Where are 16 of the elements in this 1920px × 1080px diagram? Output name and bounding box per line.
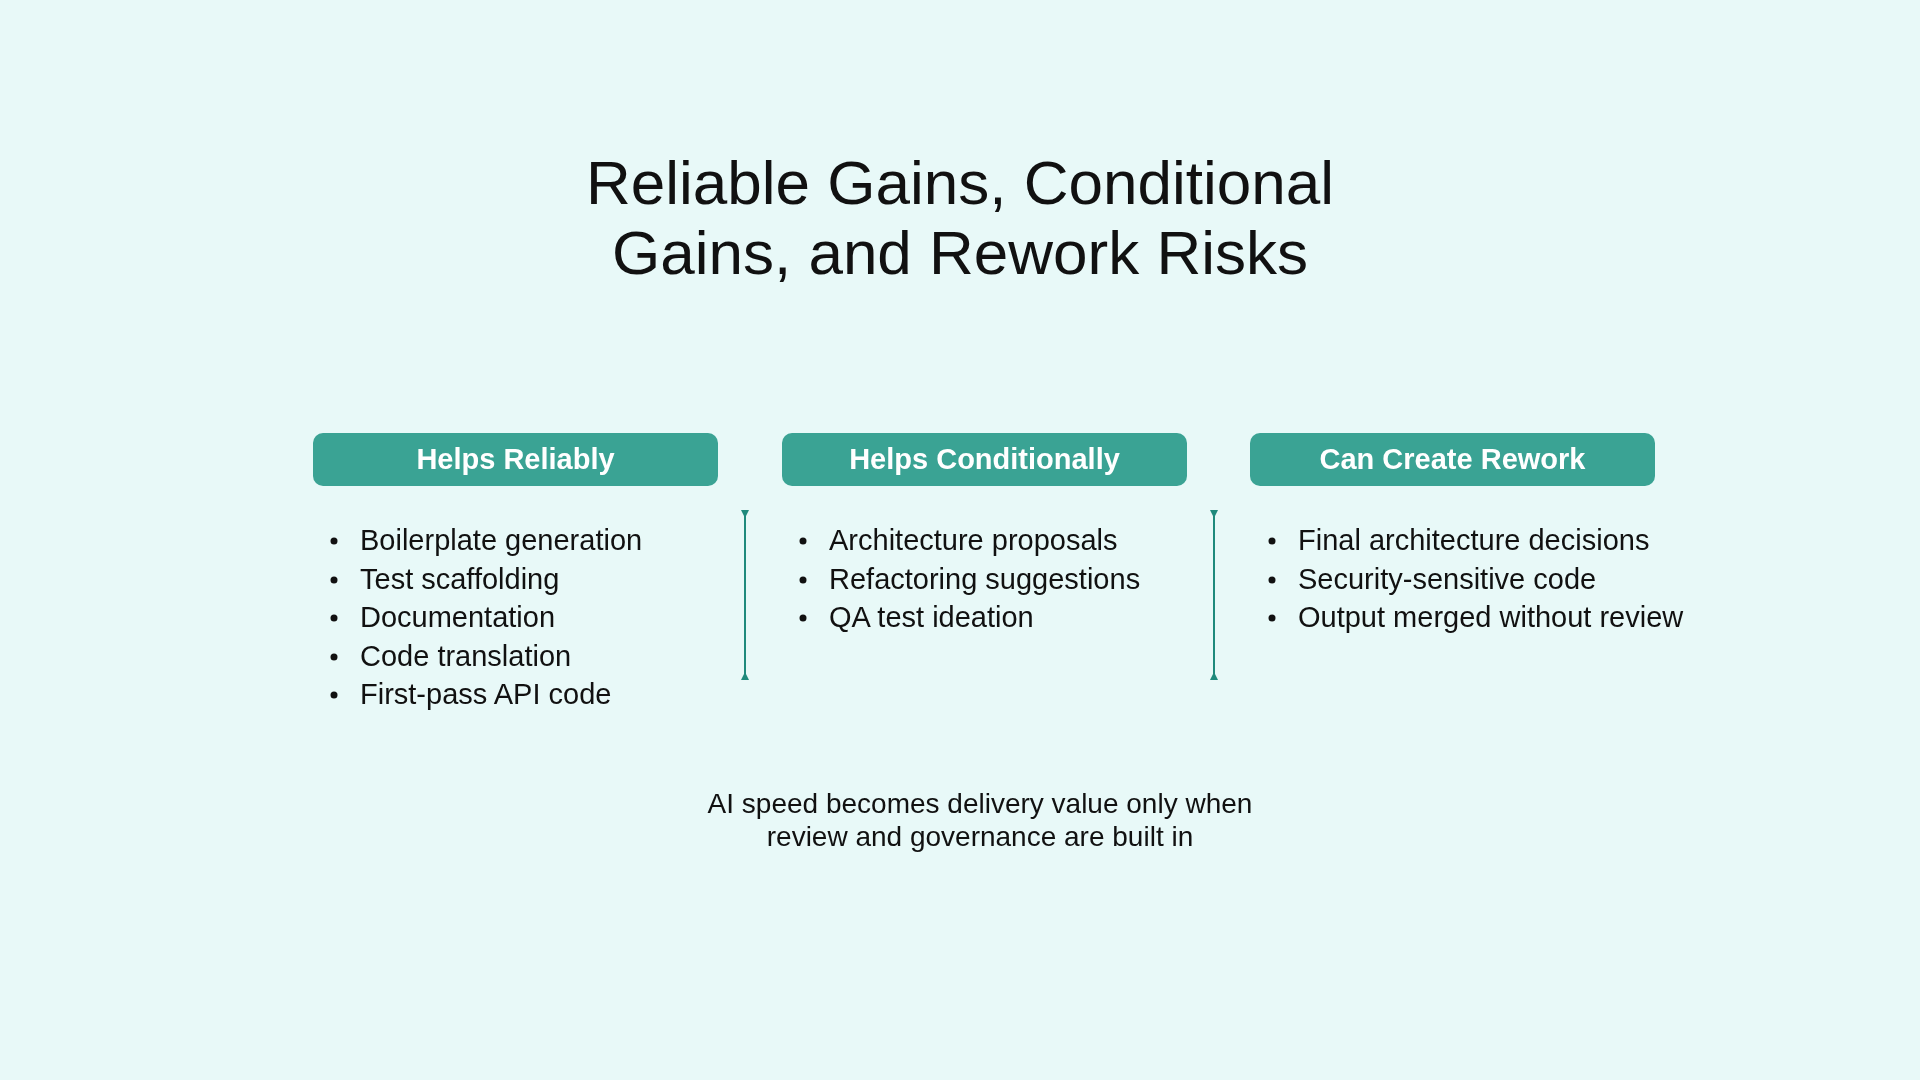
list-item: Security-sensitive code: [1298, 561, 1597, 596]
list-item: Architecture proposals: [829, 523, 1118, 557]
caption: AI speed becomes delivery value only when review and governance are built in: [706, 787, 1254, 853]
list-item: Test scaffolding: [360, 561, 560, 596]
column-header: Helps Reliably: [313, 433, 718, 486]
column-header: Can Create Rework: [1250, 433, 1655, 486]
list-item: Refactoring suggestions: [829, 561, 1141, 596]
title: Reliable Gains, Conditional Gains, and Rework Risks: [585, 148, 1335, 288]
list-item: Output merged without review: [1298, 600, 1684, 634]
list-item: Final architecture decisions: [1298, 523, 1650, 557]
column-header: Helps Conditionally: [782, 433, 1187, 486]
list-item: QA test ideation: [829, 600, 1034, 634]
list-item: First-pass API code: [360, 677, 612, 711]
list-item: Boilerplate generation: [360, 523, 643, 557]
list-item: Code translation: [360, 638, 572, 673]
list-item: Documentation: [360, 600, 556, 634]
